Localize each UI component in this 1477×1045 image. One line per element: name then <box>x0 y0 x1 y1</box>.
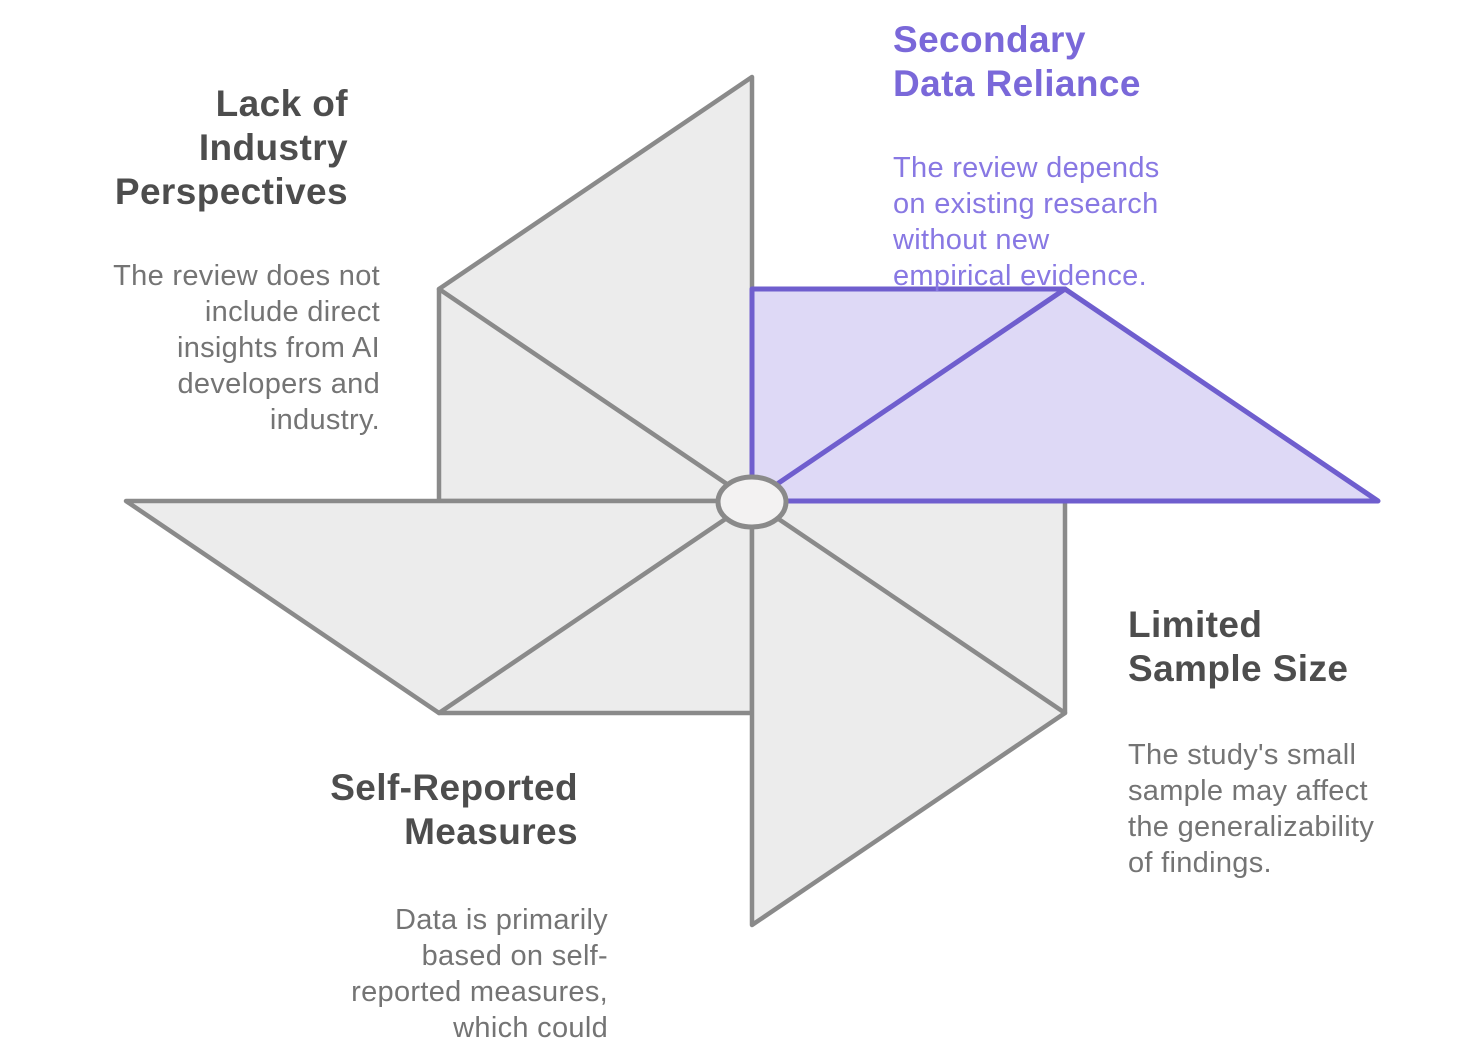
blade-bottom-shape <box>749 498 1068 928</box>
item-title-lack-of-industry-perspectives: Lack of Industry Perspectives <box>114 83 348 212</box>
blade-bottom-fold-line <box>749 498 1068 716</box>
item-description-limited-sample-size: The study's small sample may affect the … <box>1128 739 1375 879</box>
item-description-lack-of-industry-perspectives: The review does not include direct insig… <box>113 260 380 436</box>
blade-left-fold-line <box>436 498 755 716</box>
label-limited-sample-size: Limited Sample Size The study's small sa… <box>1128 585 1477 899</box>
blade-top <box>436 74 755 504</box>
label-self-reported-measures: Self-Reported Measures Data is primarily… <box>188 748 608 1045</box>
label-secondary-data-reliance: Secondary Data Reliance The review depen… <box>893 0 1323 312</box>
blade-right-shape <box>749 286 1381 504</box>
blade-left <box>123 498 755 716</box>
center-hub-circle <box>715 474 789 530</box>
blade-right-highlighted <box>749 286 1381 504</box>
blade-right-fold-line <box>749 286 1068 504</box>
item-description-self-reported-measures: Data is primarily based on self- reporte… <box>351 904 608 1044</box>
item-title-limited-sample-size: Limited Sample Size <box>1128 604 1349 689</box>
item-description-secondary-data-reliance: The review depends on existing research … <box>893 152 1160 292</box>
blade-left-shape <box>123 498 755 716</box>
blade-top-shape <box>436 74 755 504</box>
blade-bottom <box>749 498 1068 928</box>
item-title-secondary-data-reliance: Secondary Data Reliance <box>893 19 1141 104</box>
blade-top-fold-line <box>436 286 755 504</box>
item-title-self-reported-measures: Self-Reported Measures <box>330 767 578 852</box>
label-lack-of-industry-perspectives: Lack of Industry Perspectives The review… <box>0 64 380 456</box>
